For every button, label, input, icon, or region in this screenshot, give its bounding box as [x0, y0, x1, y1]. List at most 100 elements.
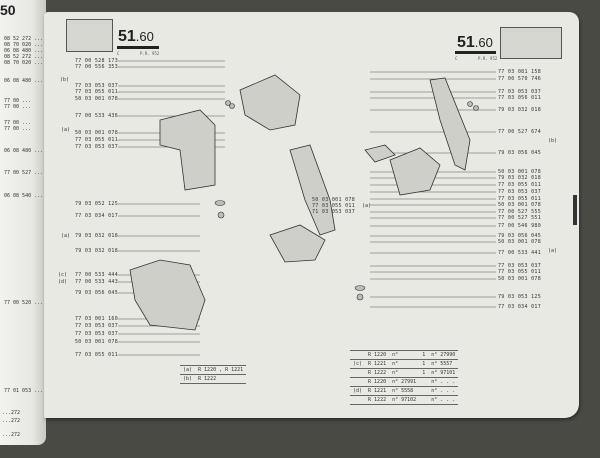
applicability-to: n° . . . — [428, 386, 459, 396]
left-code-letter: C — [117, 51, 120, 56]
previous-page-ref: 77 01 053 ... — [4, 388, 44, 394]
part-number: 77 03 055 011 — [498, 196, 542, 202]
previous-page-ref: 08 70 020 ... — [4, 42, 44, 48]
applicability-start — [419, 377, 429, 387]
part-number: 77 03 053 037 — [498, 263, 542, 269]
applicability-to: n° . . . — [428, 395, 459, 405]
applicability-from: n° 27991 — [389, 377, 420, 387]
applicability-from: n° — [389, 368, 420, 378]
part-number: 50 03 001 078 — [498, 202, 542, 208]
part-number: 77 03 053 037 — [75, 331, 119, 337]
part-number: 79 03 032 018 — [75, 233, 119, 239]
left-header-bar — [117, 46, 159, 49]
nut — [217, 211, 225, 219]
part-number: 77 00 533 436 — [75, 113, 119, 119]
part-number: 50 03 001 078 — [75, 96, 119, 102]
applicability-model: R 1221 — [365, 386, 390, 396]
applicability-to: n° 97101 — [428, 368, 459, 378]
previous-page-ref: 08 52 272 ... — [4, 36, 44, 42]
part-number: 77 00 533 444 — [75, 272, 119, 278]
applicability-start — [419, 395, 429, 405]
applicability-tag — [350, 368, 366, 378]
page-tab-marker — [573, 195, 577, 225]
washer — [214, 200, 226, 206]
previous-page-ref: 06 08 480 ... — [4, 78, 44, 84]
applicability-model: R 1220 — [365, 350, 390, 360]
part-number: 79 03 032 018 — [75, 248, 119, 254]
applicability-model: R 1222 — [365, 395, 390, 405]
part-number: 77 03 053 037 — [75, 323, 119, 329]
applicability-tag — [350, 377, 366, 387]
previous-page-ref: ...272 — [2, 432, 21, 438]
part-number: 77 00 528 173 — [75, 58, 119, 64]
engine-mount-bracket-upper — [239, 74, 301, 131]
nut — [229, 103, 235, 109]
engine-mount-bracket-a — [159, 109, 216, 191]
legend-row: (a)R 1220 , R 1221 — [180, 365, 247, 375]
previous-page-ref: 08 70 020 ... — [4, 60, 44, 66]
previous-page-ref: ...272 — [2, 410, 21, 416]
variant-tag: (a) — [362, 203, 372, 209]
previous-page-ref: 06 08 480 ... — [4, 148, 44, 154]
applicability-to: n° . . . — [428, 377, 459, 387]
variant-tag: (a) — [61, 233, 71, 239]
part-number: 77 00 527 555 — [498, 209, 542, 215]
legend-models: R 1222 — [195, 374, 247, 384]
right-header-bar — [455, 51, 496, 54]
part-number: 50 03 001 078 — [498, 276, 542, 282]
part-number: 77 03 053 037 — [498, 189, 542, 195]
part-number: 79 03 053 125 — [498, 294, 542, 300]
nut — [356, 293, 364, 301]
washer — [225, 100, 231, 106]
part-number: 77 00 533 443 — [75, 279, 119, 285]
part-number: 77 03 055 011 — [75, 352, 119, 358]
part-number: 79 03 056 045 — [75, 290, 119, 296]
applicability-model: R 1222 — [365, 368, 390, 378]
applicability-from: n° 97102 — [389, 395, 420, 405]
applicability-start: 1 — [419, 350, 429, 360]
applicability-model: R 1221 — [365, 359, 390, 369]
applicability-tag — [350, 395, 366, 405]
part-number: 77 03 053 037 — [498, 89, 542, 95]
previous-page-ref: 77 00 ... — [4, 120, 32, 126]
applicability-to: n° 5557 — [428, 359, 459, 369]
chassis-arm-right — [429, 77, 471, 171]
part-number: 50 03 001 078 — [312, 197, 356, 203]
applicability-start: 1 — [419, 368, 429, 378]
washer — [467, 101, 473, 107]
engine-mount-lower — [129, 259, 206, 331]
previous-page-ref: 06 08 480 ... — [4, 48, 44, 54]
previous-page-ref: 77 00 ... — [4, 98, 32, 104]
part-number: 77 00 533 441 — [498, 250, 542, 256]
part-number: 77 03 055 011 — [75, 89, 119, 95]
part-number: 77 00 546 980 — [498, 223, 542, 229]
washer — [354, 285, 366, 291]
part-number: 79 03 032 018 — [498, 175, 542, 181]
previous-page-number: 50 — [0, 2, 16, 18]
part-number: 71 03 053 037 — [312, 209, 356, 215]
legend-tag: (a) — [180, 365, 196, 375]
variant-tag: (a) — [61, 127, 71, 133]
part-number: 77 03 055 011 — [75, 137, 119, 143]
mount-pad-small — [364, 144, 396, 163]
right-section-number: 51.60 — [457, 34, 493, 51]
applicability-tag — [350, 350, 366, 360]
part-number: 50 03 001 078 — [75, 130, 119, 136]
applicability-start: 1 — [419, 359, 429, 369]
part-number: 77 03 001 160 — [75, 316, 119, 322]
part-number: 77 03 056 011 — [498, 95, 542, 101]
applicability-start — [419, 386, 429, 396]
right-code-letter: C — [455, 56, 458, 61]
legend-row: (b)R 1222 — [180, 374, 247, 384]
variant-tag: (c) — [58, 272, 68, 278]
chassis-arm — [289, 144, 336, 236]
part-number: 77 03 055 011 — [498, 182, 542, 188]
part-number: 50 03 001 078 — [498, 239, 542, 245]
mount-pad-middle — [269, 224, 326, 263]
previous-page-ref: 77 00 ... — [4, 104, 32, 110]
